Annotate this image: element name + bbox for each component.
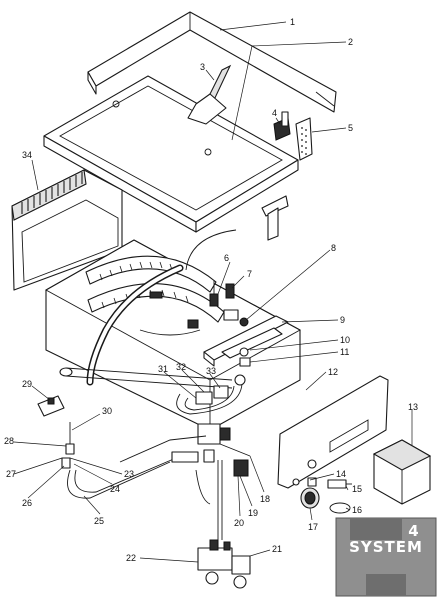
callout-1: 1: [290, 17, 295, 27]
watermark-digit: 4: [408, 522, 419, 540]
callout-labels: 1 2 3 4 5 6 7 8 9 10 11 12 13 14 15 16 1…: [4, 17, 418, 563]
part-pilot-assembly: [37, 395, 211, 505]
callout-31: 31: [158, 364, 168, 374]
part-ring-16: [329, 502, 351, 514]
callout-27: 27: [6, 469, 16, 479]
callout-34: 34: [22, 150, 32, 160]
part-gas-inlet-pipe: [59, 367, 233, 389]
watermark-text: SYSTEM: [349, 538, 423, 556]
callout-19: 19: [248, 508, 258, 518]
part-piezo-15: [327, 479, 352, 489]
callout-24: 24: [110, 484, 120, 494]
callout-22: 22: [126, 553, 136, 563]
part-drip-tray: [372, 439, 432, 505]
callout-13: 13: [408, 402, 418, 412]
part-scraper: [187, 64, 232, 125]
part-thermocouple-cable: [139, 229, 237, 336]
callout-10: 10: [340, 335, 350, 345]
part-ignition-button: [307, 477, 317, 487]
part-gas-hose: [86, 264, 184, 386]
part-control-knob: [300, 487, 320, 509]
callout-28: 28: [4, 436, 14, 446]
part-griddle-plate: [43, 75, 299, 233]
callout-17: 17: [308, 522, 318, 532]
callout-26: 26: [22, 498, 32, 508]
callout-16: 16: [352, 505, 362, 515]
part-rear-vent: [11, 169, 123, 291]
callout-8: 8: [331, 243, 336, 253]
part-lower-valve: [197, 460, 251, 589]
watermark-logo: SYSTEM 4: [335, 517, 437, 597]
part-burner-tubes: [85, 255, 225, 329]
callout-5: 5: [348, 123, 353, 133]
callout-18: 18: [260, 494, 270, 504]
part-grease-filter: [295, 117, 313, 161]
part-manifold-pipe: [221, 327, 283, 359]
part-electrode-6: [209, 280, 219, 307]
part-bracket-small: [223, 309, 239, 321]
part-splash-guard: [87, 11, 337, 113]
callout-25: 25: [94, 516, 104, 526]
callout-29: 29: [22, 379, 32, 389]
callout-14: 14: [336, 469, 346, 479]
callout-32: 32: [176, 362, 186, 372]
callout-3: 3: [200, 62, 205, 72]
part-support-bracket: [261, 195, 289, 241]
callout-2: 2: [348, 37, 353, 47]
callout-7: 7: [247, 269, 252, 279]
callout-33: 33: [206, 366, 216, 376]
part-electrode-7: [225, 283, 235, 299]
part-nozzle-11: [239, 357, 251, 367]
part-valve-assembly: [176, 374, 246, 415]
callout-4: 4: [272, 108, 277, 118]
callout-6: 6: [224, 253, 229, 263]
callout-30: 30: [102, 406, 112, 416]
callout-20: 20: [234, 518, 244, 528]
part-bracket-4: [273, 111, 291, 141]
callout-9: 9: [340, 315, 345, 325]
leader-lines: [13, 21, 413, 563]
callout-15: 15: [352, 484, 362, 494]
part-gas-valve: [197, 423, 251, 477]
callout-21: 21: [272, 544, 282, 554]
callout-23: 23: [124, 469, 134, 479]
part-control-panel: [277, 375, 389, 489]
callout-12: 12: [328, 367, 338, 377]
callout-11: 11: [340, 347, 349, 357]
